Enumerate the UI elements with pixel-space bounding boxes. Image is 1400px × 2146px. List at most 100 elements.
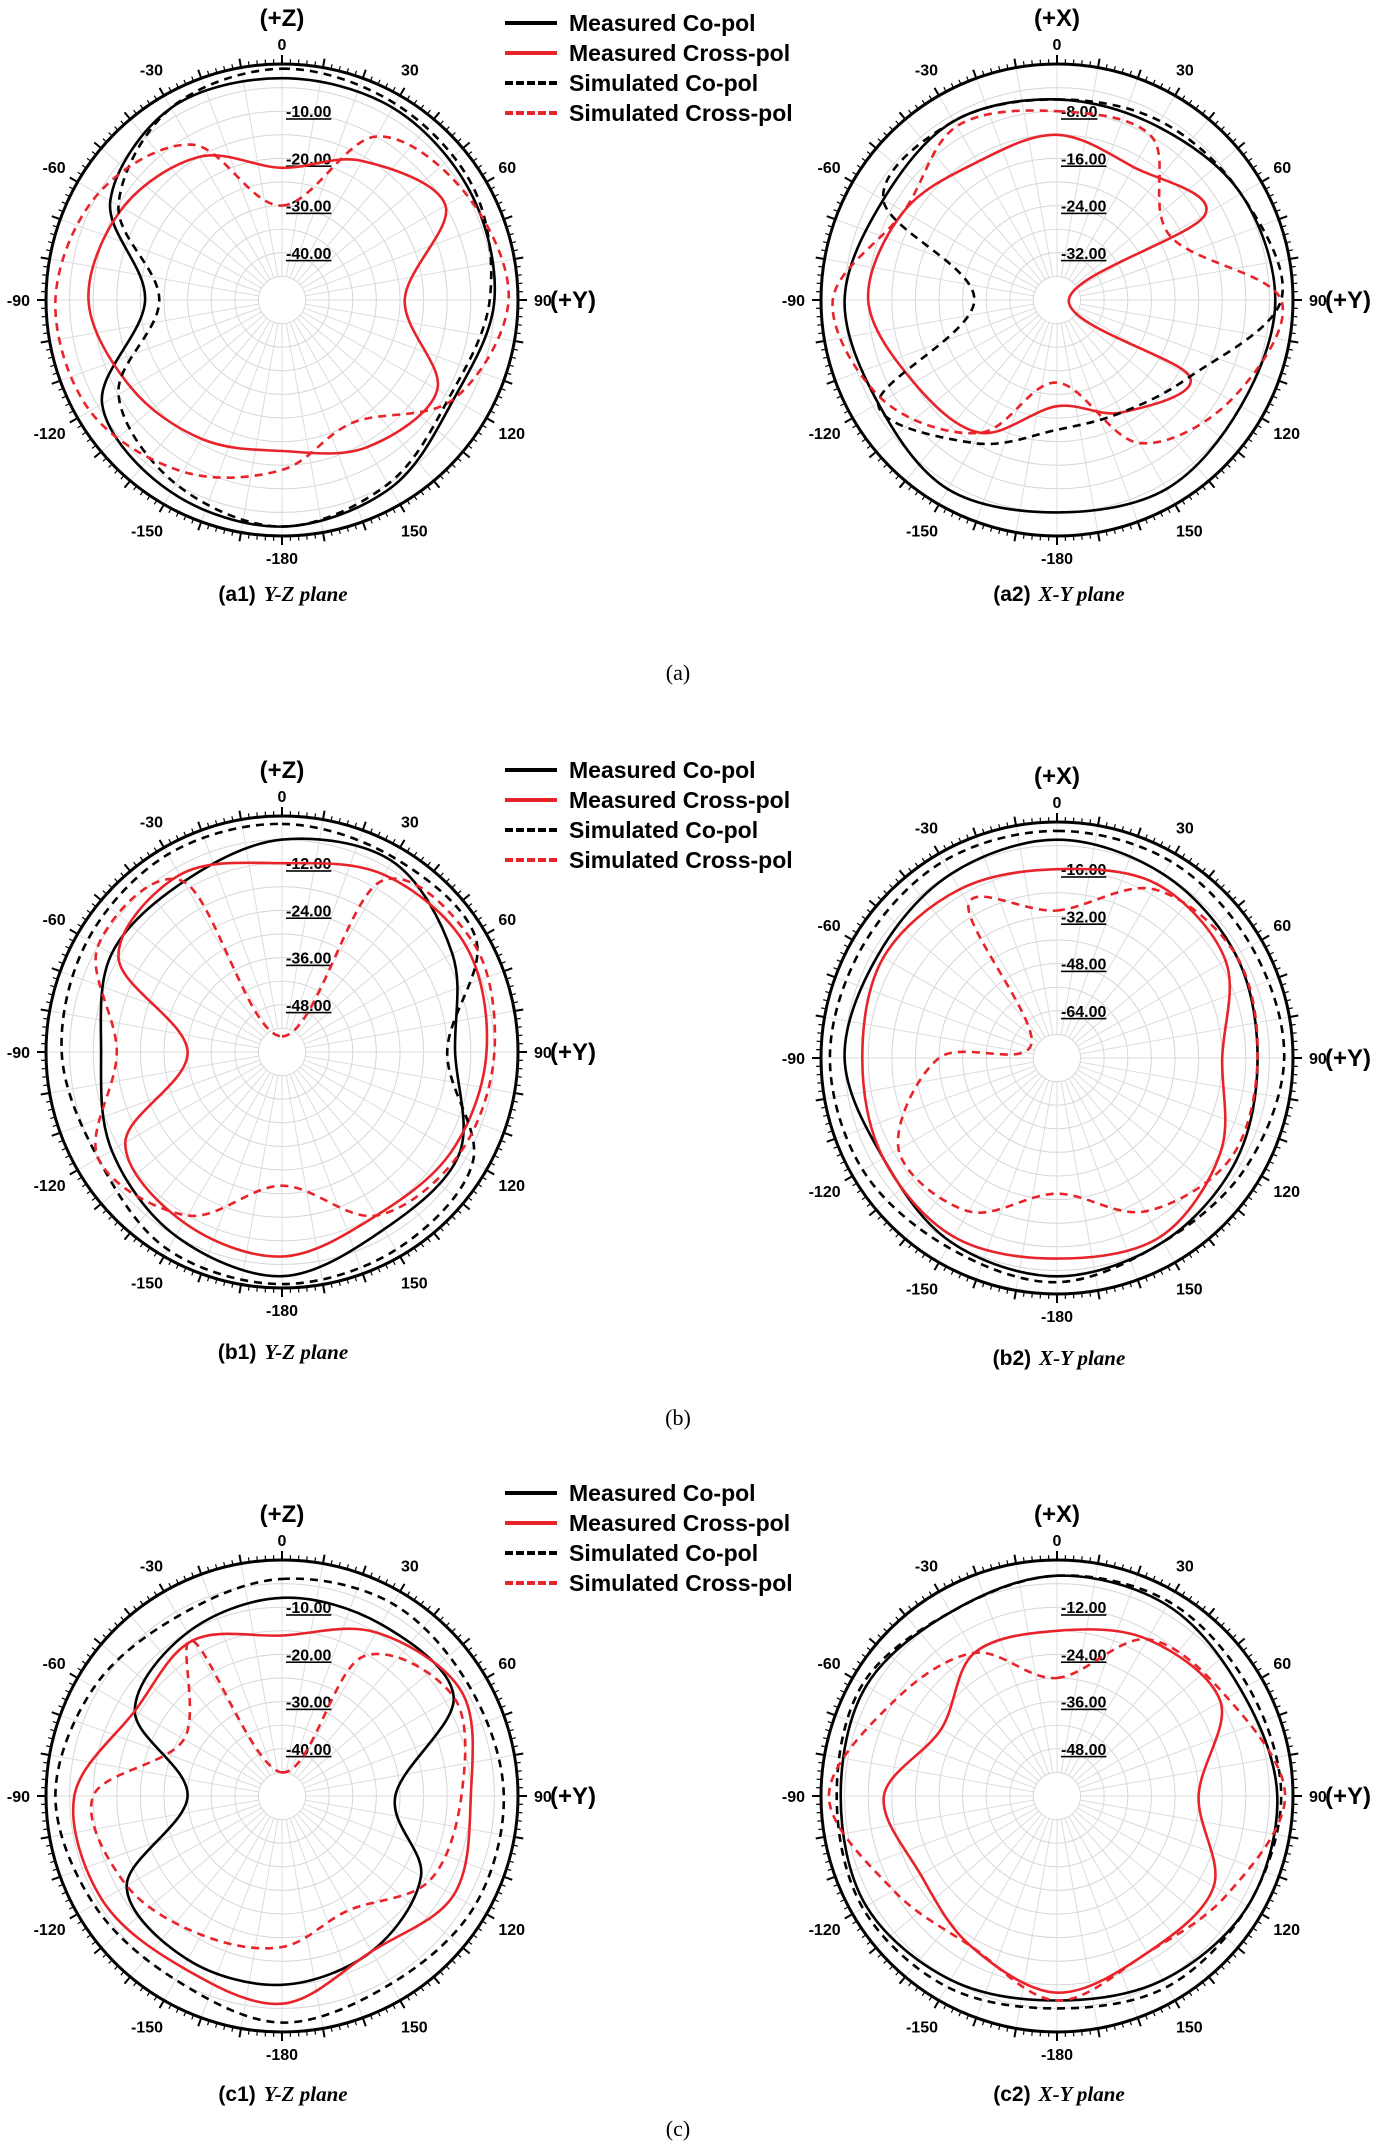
angle-tick-mark: [191, 2015, 194, 2020]
grid-spoke: [129, 1813, 268, 1978]
group-label-a: (a): [665, 660, 691, 685]
angle-tick-mark: [1022, 1292, 1025, 1297]
angle-tick-mark: [457, 1634, 462, 1638]
angle-tick-mark: [330, 2027, 333, 2032]
angle-tick-mark: [338, 1281, 341, 1286]
angle-tick-mark: [1022, 819, 1025, 824]
angle-tick-mark: [473, 438, 478, 443]
angle-tick-mark: [1288, 1007, 1293, 1010]
angle-tick-label: -60: [43, 1656, 66, 1673]
angle-tick-mark: [1022, 2030, 1025, 2035]
angle-tick-mark: [114, 126, 118, 130]
angle-tick-mark: [314, 1557, 317, 1562]
angle-tick-mark: [446, 878, 450, 882]
angle-tick-mark: [370, 2015, 373, 2020]
grid-spoke: [1015, 1819, 1054, 2029]
angle-tick-mark: [452, 1960, 456, 1964]
grid-ring: [257, 275, 307, 325]
grid-spoke: [302, 1677, 487, 1785]
angle-tick-mark: [1227, 890, 1231, 894]
angle-tick-mark: [1195, 1600, 1200, 1605]
angle-tick-mark: [958, 79, 962, 84]
angle-tick-mark: [511, 993, 516, 996]
angle-tick-mark: [1290, 340, 1299, 344]
angle-tick-mark: [206, 1277, 210, 1282]
angle-tick-mark: [153, 95, 157, 100]
angle-tick-mark: [69, 176, 78, 183]
angle-tick-mark: [1089, 534, 1092, 539]
angle-tick-mark: [43, 265, 48, 268]
angle-tick-mark: [1279, 1711, 1288, 1716]
angle-tick-mark: [966, 76, 969, 81]
angle-tick-mark: [908, 109, 912, 114]
grid-spoke: [299, 314, 464, 453]
grid-spoke: [975, 1818, 1050, 2018]
legend-item-simulated-co: Simulated Co-pol: [505, 1538, 865, 1568]
angle-tick-mark: [825, 1728, 830, 1732]
grid-spoke: [875, 905, 1040, 1044]
angle-tick-mark: [69, 417, 78, 424]
angle-tick-mark: [46, 348, 51, 351]
angle-tick-mark: [314, 813, 317, 818]
grid-spoke: [938, 853, 1046, 1038]
angle-tick-mark: [414, 851, 418, 856]
angle-tick-mark: [1284, 1860, 1289, 1864]
grid-spoke: [904, 1075, 1043, 1240]
angle-tick-mark: [452, 464, 456, 468]
angle-tick-mark: [1160, 2008, 1164, 2013]
angle-tick-mark: [1137, 827, 1142, 836]
grid-spoke: [1064, 1574, 1139, 1774]
angle-tick-mark: [511, 1737, 516, 1740]
angle-tick-mark: [1174, 1583, 1181, 1592]
angle-tick-mark: [498, 1891, 503, 1895]
grid-spoke: [60, 1803, 260, 1878]
angle-tick-mark: [826, 1138, 835, 1143]
angle-tick-mark: [833, 1146, 838, 1149]
angle-tick-mark: [1269, 1899, 1274, 1903]
angle-tick-mark: [833, 209, 838, 212]
grid-spoke: [904, 876, 1043, 1041]
angle-tick-mark: [175, 83, 179, 88]
angle-tick-mark: [1243, 1941, 1248, 1945]
angle-tick-mark: [473, 909, 478, 914]
angle-tick-mark: [482, 425, 487, 429]
angle-tick-mark: [943, 844, 947, 850]
grid-spoke: [285, 819, 324, 1029]
angle-tick-mark: [861, 1934, 866, 1939]
angle-tick-mark: [414, 1248, 418, 1253]
angle-tick-label: 90: [1309, 1051, 1327, 1068]
angle-tick-mark: [91, 1647, 96, 1651]
angle-tick-mark: [385, 2008, 389, 2013]
angle-tick-mark: [972, 1565, 977, 1574]
angle-tick-mark: [833, 1705, 838, 1708]
angle-tick-mark: [921, 496, 925, 501]
angle-tick-mark: [1137, 1280, 1142, 1289]
angle-tick-label: 0: [1053, 37, 1062, 54]
angle-tick-mark: [223, 529, 226, 534]
outer-ring: [819, 62, 1295, 538]
series-simulated-co-pol: [876, 98, 1284, 446]
angle-tick-mark: [61, 1697, 66, 1701]
angle-tick-mark: [1097, 816, 1101, 825]
angle-tick-mark: [1248, 1653, 1253, 1658]
grid-spoke: [938, 320, 1046, 505]
grid-spoke: [296, 870, 435, 1035]
angle-tick-mark: [1282, 224, 1287, 228]
angle-tick-mark: [843, 1168, 849, 1172]
angle-tick-label: -120: [809, 1922, 841, 1939]
grid-ring: [1032, 1771, 1082, 1821]
angle-tick-mark: [108, 1628, 112, 1632]
grid-spoke: [1015, 1563, 1054, 1773]
grid-spoke: [904, 1614, 1043, 1779]
angle-tick-mark: [1237, 141, 1246, 149]
angle-tick-mark: [420, 491, 425, 496]
outer-ring: [819, 1558, 1295, 2034]
angle-tick-mark: [1253, 922, 1258, 926]
angle-tick-label: 60: [498, 160, 516, 177]
angle-tick-mark: [468, 1941, 473, 1945]
angle-tick-mark: [247, 813, 250, 818]
angle-tick-mark: [433, 1976, 441, 1985]
angle-tick-mark: [346, 1279, 350, 1284]
angle-tick-mark: [478, 1928, 483, 1932]
angle-tick-mark: [1174, 87, 1181, 96]
